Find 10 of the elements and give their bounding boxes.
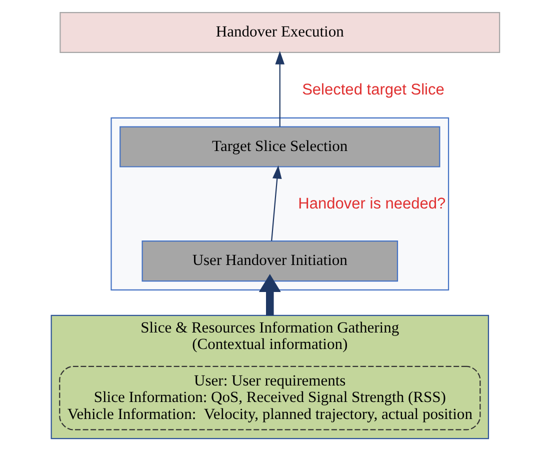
node-box: Handover Execution xyxy=(59,12,500,54)
arrow xyxy=(270,165,282,241)
arrow xyxy=(258,274,280,316)
edge-label: Handover is needed? xyxy=(298,196,446,213)
node-box: User: User requirements Slice Information: QoS, Received Signal Strength (RSS) Vehicle Information: Velocity, planned trajectory, actual position xyxy=(58,366,480,430)
arrow xyxy=(274,51,284,127)
node-box: Target Slice Selection xyxy=(119,126,440,168)
node-box: User Handover Initiation xyxy=(141,240,398,282)
edge-label: Selected target Slice xyxy=(302,81,444,98)
cluster xyxy=(110,117,449,290)
